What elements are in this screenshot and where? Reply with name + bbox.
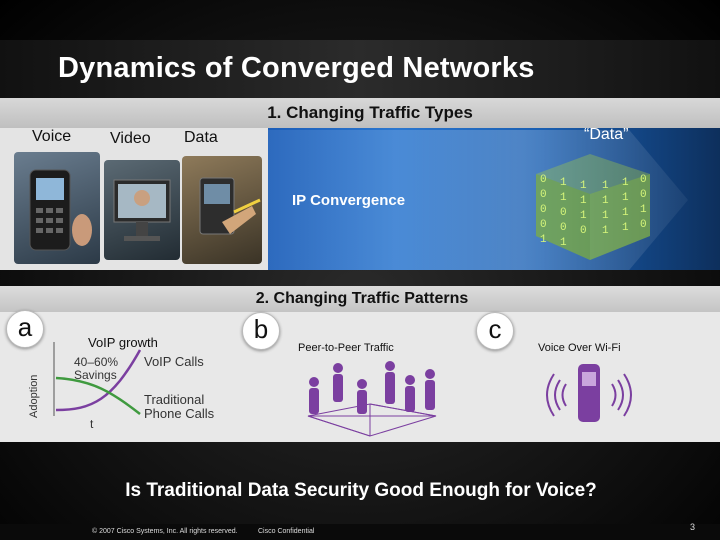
binary-digit: 0: [640, 189, 647, 201]
traditional-label-line2: Phone Calls: [144, 406, 215, 421]
binary-digit: 1: [622, 177, 629, 189]
binary-digit: 1: [580, 180, 587, 192]
adoption-axis-label: Adoption: [28, 374, 40, 418]
binary-digit: 1: [560, 177, 567, 189]
binary-digit: 1: [622, 222, 629, 234]
phone-icon: [29, 169, 92, 251]
key-question: Is Traditional Data Security Good Enough…: [125, 480, 597, 501]
binary-digit: 0: [540, 204, 547, 216]
video-monitor-icon: [113, 179, 171, 241]
ip-convergence-label: IP Convergence: [292, 192, 406, 209]
title-band: [0, 40, 720, 98]
binary-digit: 1: [540, 234, 547, 246]
data-quoted-label: “Data”: [584, 126, 629, 143]
traditional-label-line1: Traditional: [144, 392, 205, 407]
savings-label: Savings: [74, 368, 117, 382]
binary-digit: 0: [540, 189, 547, 201]
binary-digit: 1: [580, 195, 587, 207]
binary-digit: 0: [560, 207, 567, 219]
traffic-types-title: 1. Changing Traffic Types: [267, 103, 473, 122]
binary-digit: 1: [602, 210, 609, 222]
badge-a: a: [6, 310, 44, 348]
traffic-patterns-header: [0, 286, 720, 312]
voip-calls-label: VoIP Calls: [144, 354, 204, 369]
binary-digit: 0: [540, 219, 547, 231]
binary-digit: 1: [622, 192, 629, 204]
footer-bar: [0, 524, 720, 540]
wifi-voice-label: Voice Over Wi-Fi: [538, 342, 621, 354]
footer-confidential: Cisco Confidential: [258, 528, 315, 535]
data-label: Data: [184, 129, 218, 146]
voip-growth-curves: [53, 342, 142, 416]
slide-title: Dynamics of Converged Networks: [58, 52, 535, 84]
binary-digit: 0: [540, 174, 547, 186]
p2p-label: Peer-to-Peer Traffic: [298, 342, 394, 354]
binary-digit: 1: [560, 192, 567, 204]
binary-digit: 1: [580, 210, 587, 222]
hand-device-icon: [199, 177, 261, 235]
binary-digit: 1: [602, 195, 609, 207]
video-photo: [104, 160, 180, 260]
video-label: Video: [110, 130, 151, 147]
footer-copyright: © 2007 Cisco Systems, Inc. All rights re…: [92, 528, 238, 535]
binary-digit: 0: [560, 222, 567, 234]
wifi-phone-icon: [546, 364, 632, 422]
time-axis-label: t: [90, 417, 94, 431]
convergence-arrow: [268, 130, 688, 270]
voice-label: Voice: [32, 128, 72, 145]
binary-digit: 1: [560, 237, 567, 249]
p2p-people-graphic: [307, 361, 437, 437]
binary-digit: 0: [640, 219, 647, 231]
voip-curve: [55, 349, 142, 412]
savings-value: 40–60%: [74, 355, 119, 369]
badge-c: c: [476, 312, 514, 350]
traffic-types-header: [0, 98, 720, 128]
page-number: 3: [690, 522, 696, 532]
badge-b: b: [242, 312, 280, 350]
voip-growth-heading: VoIP growth: [88, 335, 158, 350]
binary-digit: 1: [640, 204, 647, 216]
traditional-curve: [55, 376, 141, 415]
binary-digit: 0: [580, 225, 587, 237]
binary-digit: 0: [640, 174, 647, 186]
binary-digit: 1: [602, 180, 609, 192]
traffic-patterns-title: 2. Changing Traffic Patterns: [255, 290, 469, 307]
data-photo: [182, 156, 262, 264]
voice-phone-photo: [14, 152, 100, 264]
binary-digit: 1: [602, 225, 609, 237]
binary-digit: 1: [622, 207, 629, 219]
